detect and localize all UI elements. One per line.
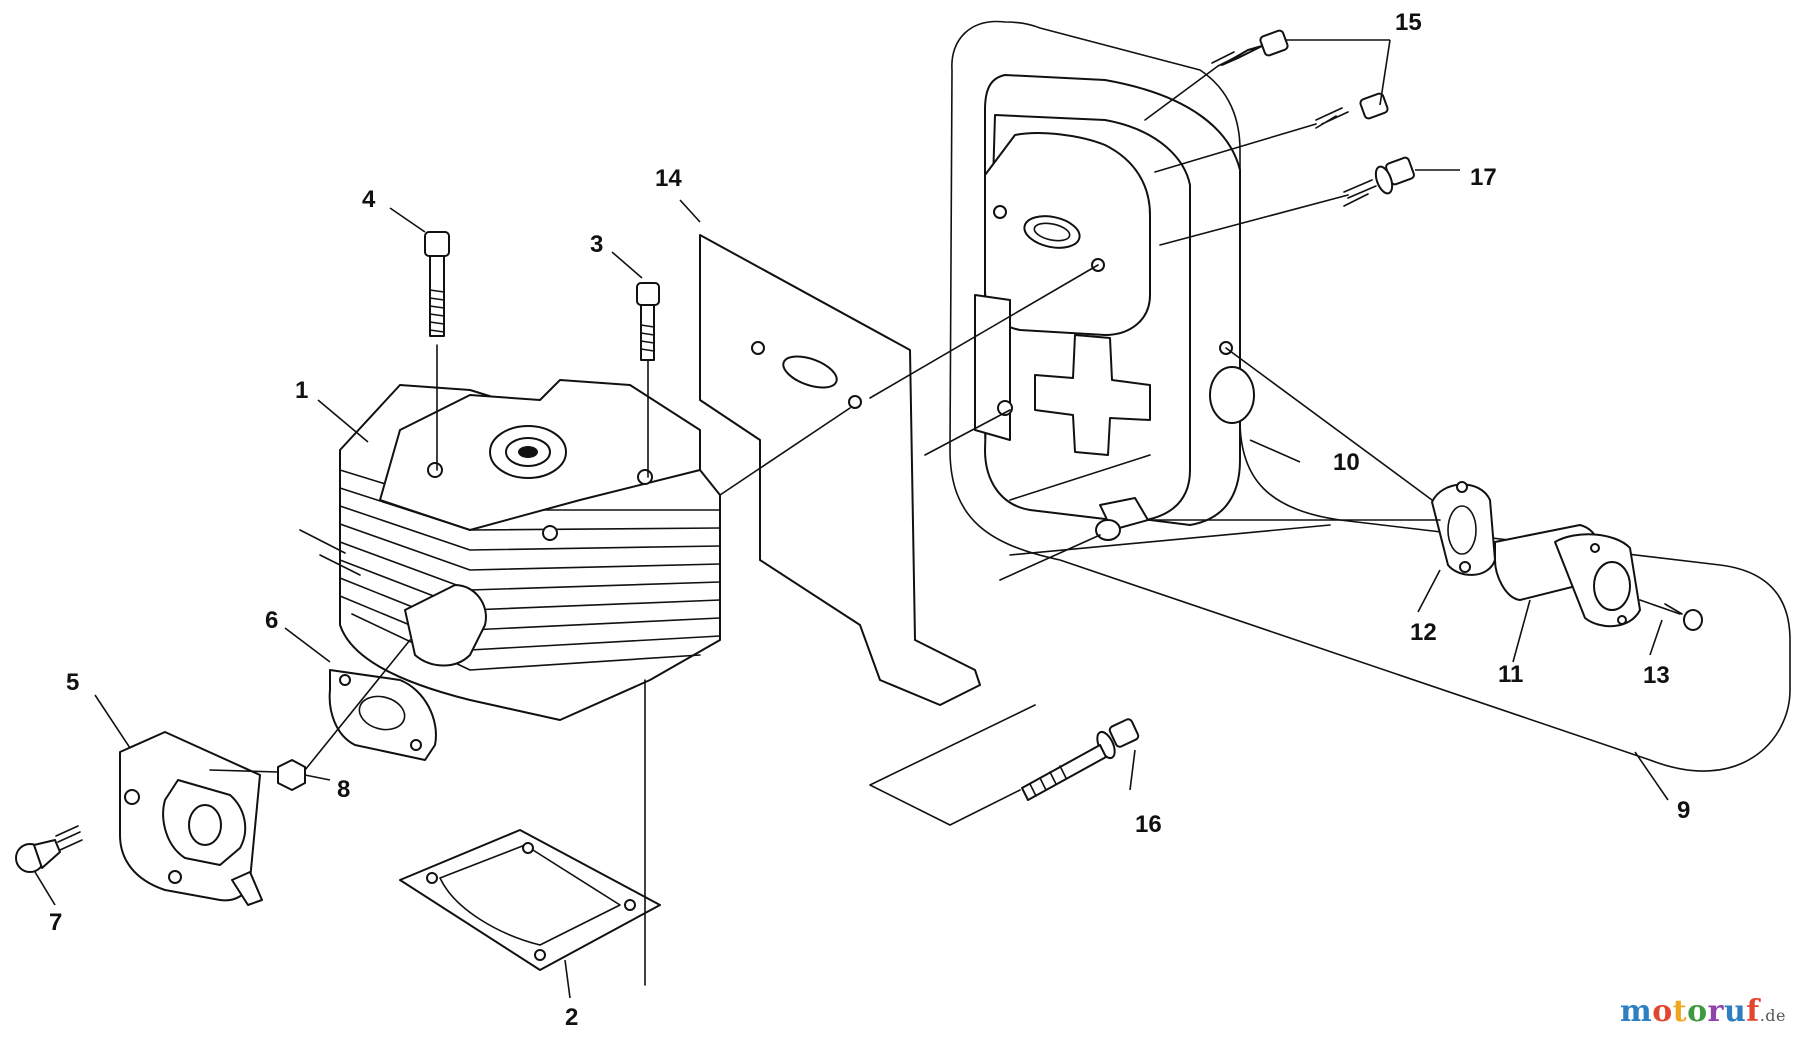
callout-13: 13 — [1643, 662, 1670, 689]
callout-10: 10 — [1333, 449, 1360, 476]
intake-gasket — [328, 669, 437, 761]
cylinder — [339, 379, 721, 721]
heat-plate — [699, 234, 981, 706]
callout-14: 14 — [655, 165, 682, 192]
callout-12: 12 — [1410, 619, 1437, 646]
muffler — [974, 74, 1255, 541]
watermark-letter: o — [1652, 994, 1673, 1029]
callout-leaders — [34, 39, 1669, 999]
callout-11: 11 — [1498, 661, 1523, 688]
assembly-lines — [209, 65, 1681, 986]
callout-2: 2 — [565, 1004, 578, 1031]
screw-13 — [1664, 603, 1703, 631]
outlet-gasket — [1431, 481, 1496, 576]
watermark-letter: t — [1672, 994, 1688, 1029]
outlet-pipe — [1494, 524, 1641, 628]
screw-7 — [15, 825, 83, 873]
screw-3 — [636, 282, 660, 361]
callout-4: 4 — [362, 186, 376, 213]
screw-16 — [1021, 718, 1140, 801]
callout-8: 8 — [337, 776, 350, 803]
screws-15 — [1211, 29, 1389, 129]
watermark-letter: r — [1707, 994, 1724, 1029]
heat-shield-outline — [949, 20, 1791, 772]
intake-manifold — [119, 731, 263, 906]
callout-labels: 1 2 3 4 5 6 7 8 9 10 11 12 13 14 15 16 1… — [49, 9, 1690, 1031]
callout-15: 15 — [1395, 9, 1422, 36]
screw-4 — [424, 231, 450, 337]
watermark-letter: m — [1620, 994, 1653, 1029]
callout-9: 9 — [1677, 797, 1690, 824]
nut — [277, 759, 306, 791]
callout-3: 3 — [590, 231, 603, 258]
callout-16: 16 — [1135, 811, 1162, 838]
callout-5: 5 — [66, 669, 79, 696]
watermark-letter: o — [1687, 994, 1708, 1029]
watermark-logo: motoruf.de — [1620, 994, 1786, 1029]
screw-17 — [1343, 156, 1415, 207]
base-gasket — [399, 829, 661, 971]
watermark-letter: u — [1723, 994, 1747, 1029]
watermark-letter: f — [1746, 994, 1760, 1029]
callout-6: 6 — [265, 607, 278, 634]
callout-7: 7 — [49, 909, 62, 936]
callout-1: 1 — [295, 377, 308, 404]
callout-17: 17 — [1470, 164, 1497, 191]
watermark-suffix: .de — [1759, 1006, 1786, 1025]
